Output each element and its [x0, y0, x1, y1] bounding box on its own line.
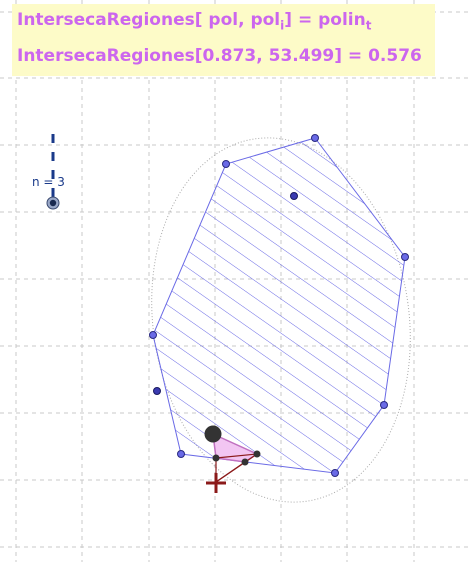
formula-line-2: IntersecaRegiones[0.873, 53.499] = 0.576: [17, 46, 422, 66]
cross-marker-icon[interactable]: [206, 473, 226, 493]
vertex-point: [331, 469, 339, 477]
small-vertex-point[interactable]: [253, 450, 261, 458]
vertex-point: [380, 401, 388, 409]
small-vertex-point[interactable]: [212, 454, 220, 462]
formula-line-1: IntersecaRegiones[ pol, poli] = polint: [17, 10, 372, 33]
vertex-point: [222, 160, 230, 168]
small-vertex-point[interactable]: [241, 458, 249, 466]
vertex-point: [177, 450, 185, 458]
formula-box[interactable]: IntersecaRegiones[ pol, poli] = polint I…: [12, 4, 435, 76]
vertex-point: [311, 134, 319, 142]
vertex-point: [149, 331, 157, 339]
slider-n[interactable]: n = 3: [32, 134, 65, 210]
polygon-vertices[interactable]: [149, 134, 409, 477]
free-point[interactable]: [153, 387, 161, 395]
center-point[interactable]: [290, 192, 298, 200]
large-dark-point[interactable]: [204, 425, 222, 443]
hatched-polygon[interactable]: [152, 137, 406, 474]
slider-label: n = 3: [32, 175, 65, 189]
vertex-point: [401, 253, 409, 261]
